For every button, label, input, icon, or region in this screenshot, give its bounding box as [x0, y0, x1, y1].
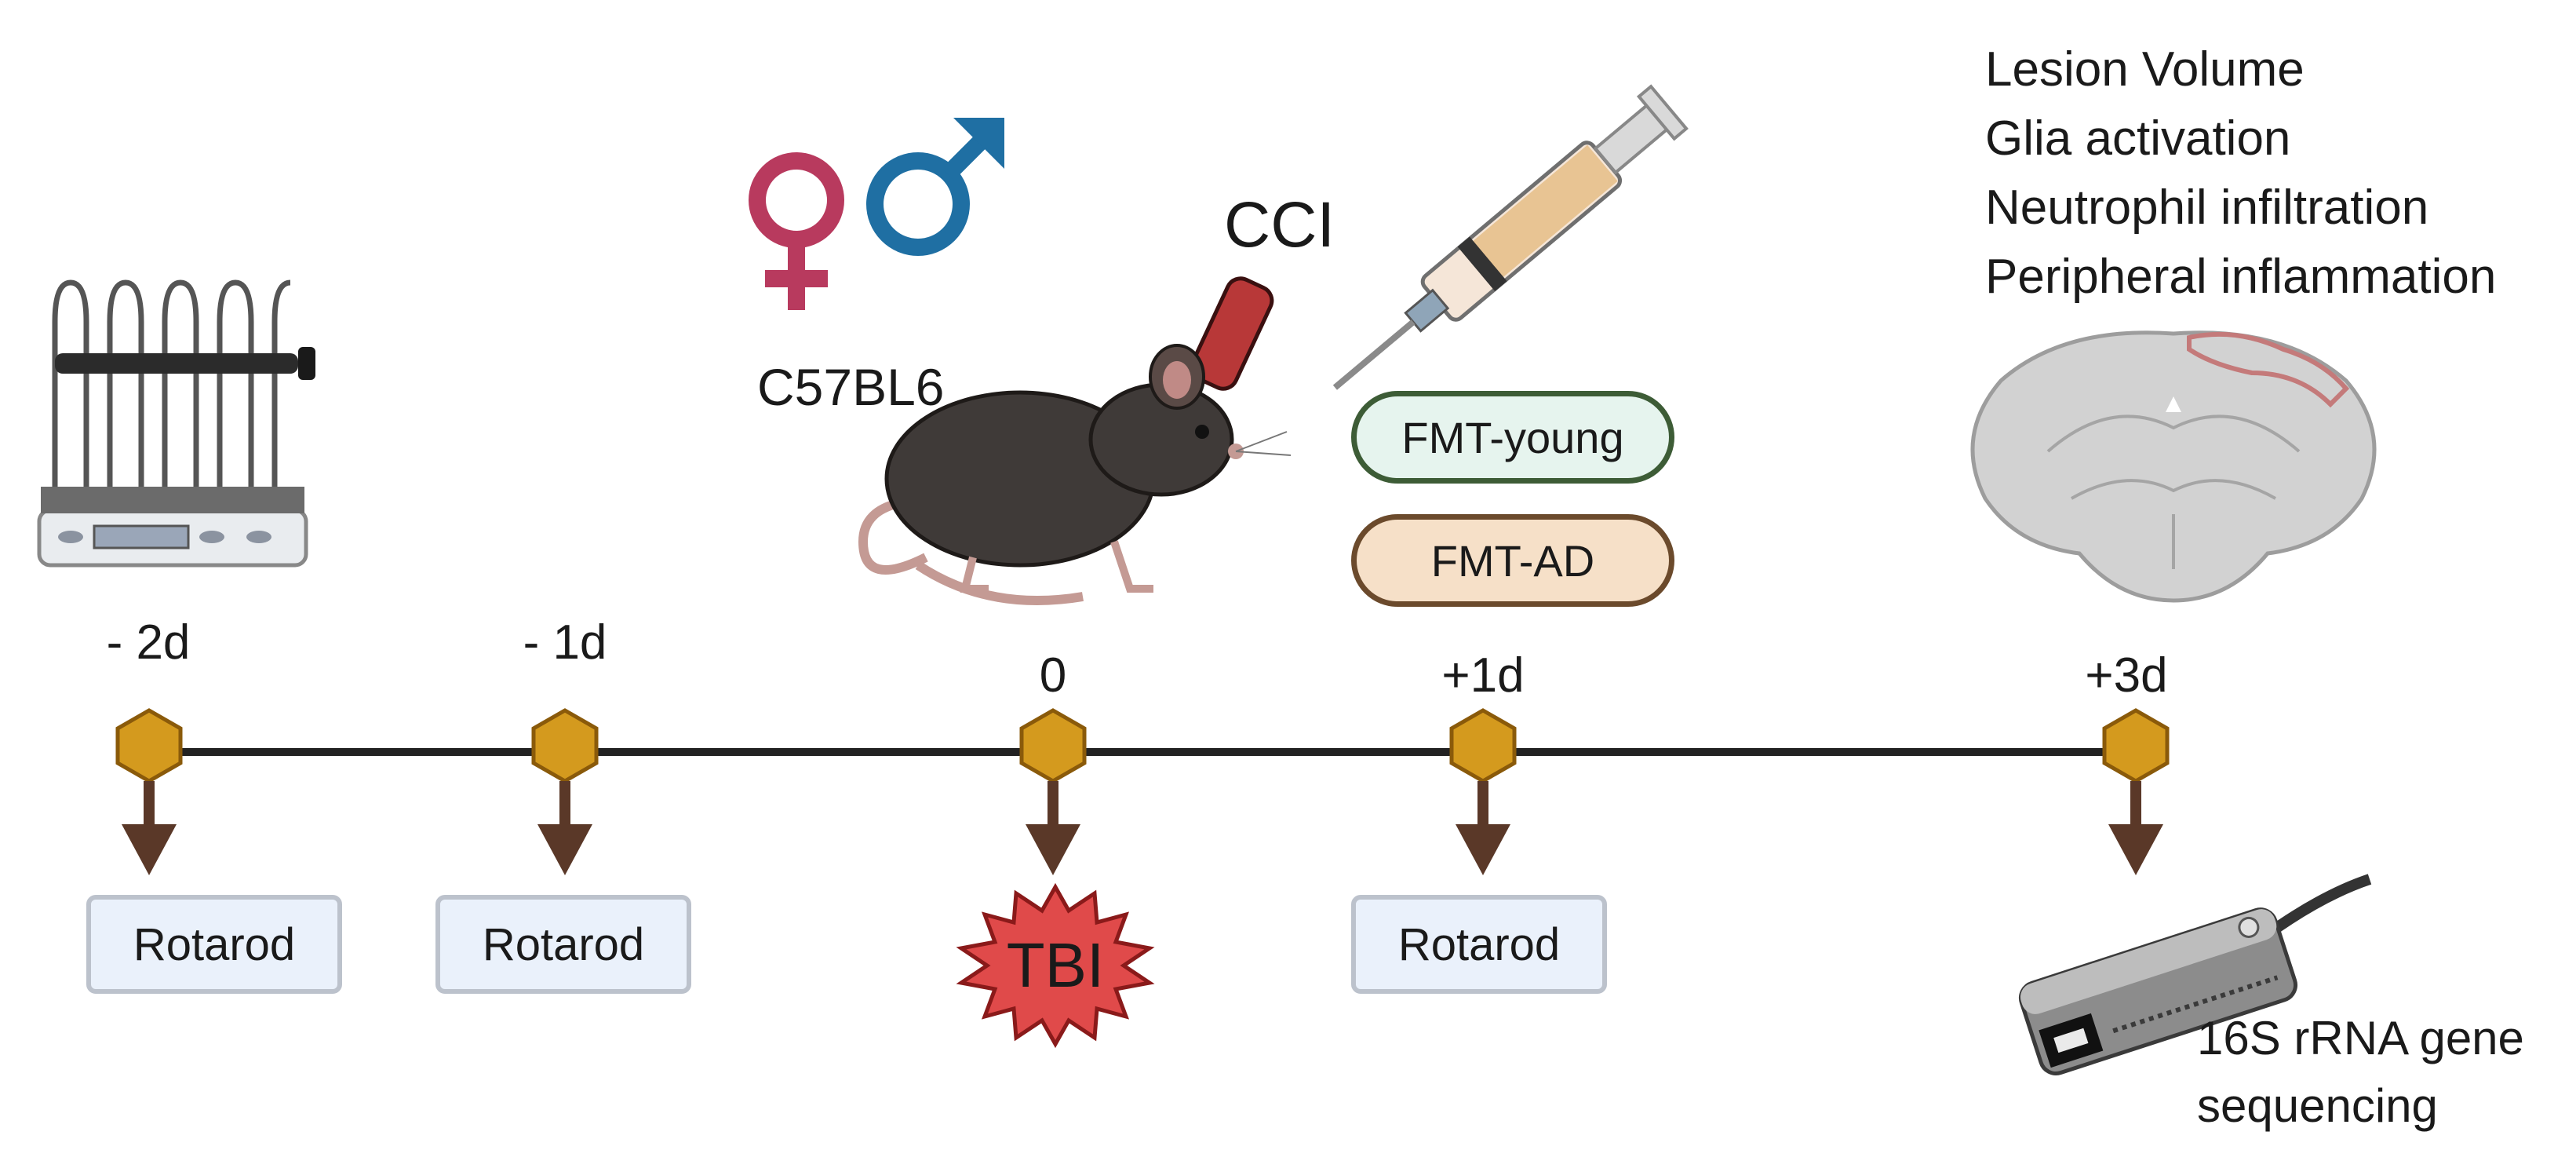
assay-box-minus-1d: Rotarod: [435, 895, 691, 994]
sequencing-label-line1: 16S rRNA gene: [2197, 1012, 2524, 1064]
mouse-icon: [858, 344, 1292, 605]
assay-label-minus-1d: Rotarod: [482, 918, 645, 970]
male-symbol-icon: [866, 118, 1004, 256]
timeline-node-plus-1d: [1449, 708, 1517, 875]
strain-label: C57BL6: [757, 358, 945, 416]
day-label-0: 0: [1039, 648, 1067, 703]
outcome-lesion-volume: Lesion Volume: [1985, 42, 2305, 97]
rotarod-apparatus-icon: [37, 279, 315, 568]
tbi-starburst-icon: [956, 882, 1155, 1049]
fmt-young-pill: FMT-young: [1351, 391, 1674, 484]
sequencing-label: 16S rRNA gene sequencing: [2197, 1005, 2524, 1140]
sequencing-label-line2: sequencing: [2197, 1079, 2438, 1132]
outcome-glia-activation: Glia activation: [1985, 111, 2291, 166]
cci-label: CCI: [1224, 189, 1335, 261]
assay-label-plus-1d: Rotarod: [1397, 918, 1561, 970]
outcome-peripheral-inflammation: Peripheral inflammation: [1985, 250, 2497, 304]
female-symbol-icon: [749, 152, 844, 310]
syringe-icon: [1332, 84, 1689, 390]
day-label-plus-1d: +1d: [1441, 648, 1525, 703]
assay-label-minus-2d: Rotarod: [133, 918, 296, 970]
day-label-minus-2d: - 2d: [106, 615, 191, 670]
fmt-ad-pill: FMT-AD: [1351, 514, 1674, 607]
fmt-ad-label: FMT-AD: [1430, 535, 1595, 586]
outcome-neutrophil-infiltration: Neutrophil infiltration: [1985, 181, 2429, 235]
outcomes-list: Lesion Volume Glia activation Neutrophil…: [1985, 35, 2496, 312]
timeline-node-plus-3d: [2102, 708, 2170, 875]
day-label-plus-3d: +3d: [2085, 648, 2168, 703]
brain-section-icon: [1970, 330, 2377, 603]
fmt-young-label: FMT-young: [1401, 412, 1624, 462]
assay-box-plus-1d: Rotarod: [1351, 895, 1607, 994]
tbi-label: TBI: [1006, 930, 1105, 1000]
sequencer-icon: [2018, 874, 2372, 1075]
timeline-node-minus-1d: [531, 708, 599, 875]
timeline-line: [141, 748, 2138, 756]
cci-probe-icon: [1190, 276, 1274, 391]
day-label-minus-1d: - 1d: [523, 615, 607, 670]
timeline-node-0: [1019, 708, 1087, 875]
timeline-node-minus-2d: [115, 708, 183, 875]
assay-box-minus-2d: Rotarod: [86, 895, 342, 994]
